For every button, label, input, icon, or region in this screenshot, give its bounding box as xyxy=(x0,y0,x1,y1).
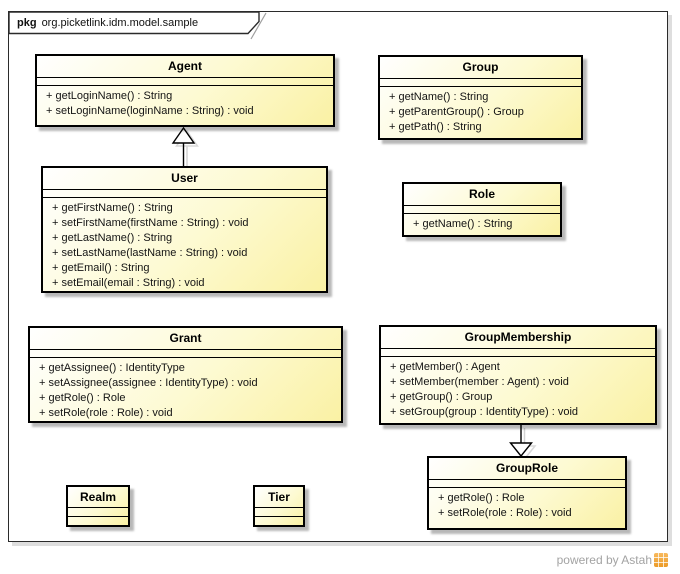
attributes-compartment xyxy=(68,508,128,517)
class-agent[interactable]: Agent + getLoginName() : String + setLog… xyxy=(35,54,335,127)
operations-compartment: + getMember() : Agent + setMember(member… xyxy=(381,357,655,420)
method: + getName() : String xyxy=(413,218,513,230)
method: + getLastName() : String xyxy=(52,232,173,244)
method: + getParentGroup() : Group xyxy=(389,106,524,118)
generalization-groupmembership-grouprole-arrow[interactable] xyxy=(509,442,533,458)
method: + getName() : String xyxy=(389,91,489,103)
method: + setLoginName(loginName : String) : voi… xyxy=(46,105,254,117)
method: + getAssignee() : IdentityType xyxy=(39,362,185,374)
attributes-compartment xyxy=(255,508,303,517)
method: + setMember(member : Agent) : void xyxy=(390,376,569,388)
tab-shadow-line xyxy=(250,12,267,40)
class-title: GroupMembership xyxy=(381,327,655,349)
class-title: Role xyxy=(404,184,560,206)
method: + getRole() : Role xyxy=(438,492,525,504)
method: + setRole(role : Role) : void xyxy=(438,507,572,519)
attributes-compartment xyxy=(404,206,560,214)
generalization-user-agent-arrow[interactable] xyxy=(171,126,196,144)
method: + setAssignee(assignee : IdentityType) :… xyxy=(39,377,258,389)
class-title: Realm xyxy=(68,487,128,508)
method: + getRole() : Role xyxy=(39,392,126,404)
class-title: User xyxy=(43,168,326,190)
attributes-compartment xyxy=(381,349,655,357)
pkg-keyword: pkg xyxy=(17,17,37,29)
method: + setGroup(group : IdentityType) : void xyxy=(390,406,579,418)
method: + setFirstName(firstName : String) : voi… xyxy=(52,217,249,229)
class-title: Agent xyxy=(37,56,333,78)
method: + setRole(role : Role) : void xyxy=(39,407,173,419)
class-group[interactable]: Group + getName() : String + getParentGr… xyxy=(378,55,583,140)
operations-compartment: + getAssignee() : IdentityType + setAssi… xyxy=(30,358,341,421)
class-realm[interactable]: Realm xyxy=(66,485,130,527)
operations-compartment xyxy=(255,517,303,525)
method: + getLoginName() : String xyxy=(46,90,173,102)
package-tab xyxy=(8,11,260,35)
operations-compartment: + getRole() : Role + setRole(role : Role… xyxy=(429,488,625,521)
class-user[interactable]: User + getFirstName() : String + setFirs… xyxy=(41,166,328,293)
attributes-compartment xyxy=(380,79,581,87)
method: + getFirstName() : String xyxy=(52,202,173,214)
operations-compartment: + getName() : String + getParentGroup() … xyxy=(380,87,581,135)
astah-logo-icon xyxy=(654,553,668,567)
class-grant[interactable]: Grant + getAssignee() : IdentityType + s… xyxy=(28,326,343,423)
operations-compartment xyxy=(68,517,128,525)
class-title: Grant xyxy=(30,328,341,350)
footer: powered by Astah xyxy=(557,552,668,568)
powered-by-text: powered by Astah xyxy=(556,553,652,567)
attributes-compartment xyxy=(37,78,333,86)
package-name: org.picketlink.idm.model.sample xyxy=(41,17,199,29)
class-grouprole[interactable]: GroupRole + getRole() : Role + setRole(r… xyxy=(427,456,627,530)
operations-compartment: + getLoginName() : String + setLoginName… xyxy=(37,86,333,119)
class-title: Group xyxy=(380,57,581,79)
attributes-compartment xyxy=(30,350,341,358)
class-title: Tier xyxy=(255,487,303,508)
attributes-compartment xyxy=(429,480,625,488)
method: + setLastName(lastName : String) : void xyxy=(52,247,248,259)
operations-compartment: + getName() : String xyxy=(404,214,560,232)
attributes-compartment xyxy=(43,190,326,198)
method: + getMember() : Agent xyxy=(390,361,500,373)
operations-compartment: + getFirstName() : String + setFirstName… xyxy=(43,198,326,291)
class-role[interactable]: Role + getName() : String xyxy=(402,182,562,237)
package-tab-label: pkg org.picketlink.idm.model.sample xyxy=(17,14,198,32)
method: + setEmail(email : String) : void xyxy=(52,277,205,289)
method: + getPath() : String xyxy=(389,121,482,133)
class-tier[interactable]: Tier xyxy=(253,485,305,527)
method: + getEmail() : String xyxy=(52,262,150,274)
method: + getGroup() : Group xyxy=(390,391,493,403)
class-title: GroupRole xyxy=(429,458,625,480)
class-groupmembership[interactable]: GroupMembership + getMember() : Agent + … xyxy=(379,325,657,425)
